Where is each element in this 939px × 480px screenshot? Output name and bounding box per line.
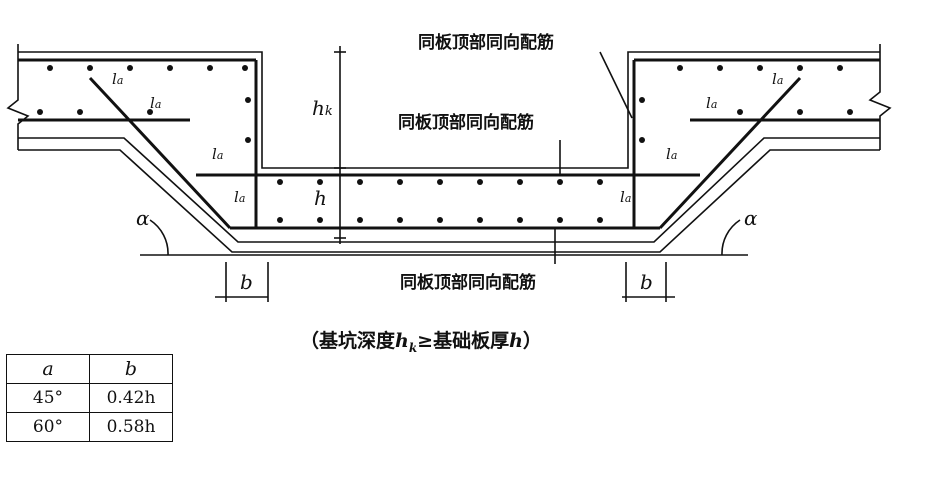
la-symbol-1: la: [112, 70, 124, 88]
la-symbol-7: la: [706, 94, 718, 112]
rebar-note-top: 同板顶部同向配筋: [418, 33, 554, 53]
b-left-symbol: b: [240, 270, 253, 294]
la-symbol-8: la: [772, 70, 784, 88]
la-symbol-3: la: [212, 145, 224, 163]
table-header-b: b: [89, 354, 173, 384]
left-break-line: [6, 44, 30, 150]
la-symbol-2: la: [150, 94, 162, 112]
alpha-b-table: a b 45° 0.42h 60° 0.58h: [6, 354, 173, 442]
left-slope-rebar: [88, 76, 232, 230]
table-row: 45° 0.42h: [6, 383, 173, 413]
rebar-note-bottom: 同板顶部同向配筋: [400, 273, 536, 293]
alpha-arc-left: [149, 219, 169, 256]
la-symbol-5: la: [620, 188, 632, 206]
alpha-arc-right: [721, 219, 741, 256]
la-symbol-6: la: [666, 145, 678, 163]
left-slab-top-edge: [18, 51, 880, 169]
b-right-symbol: b: [640, 270, 653, 294]
rebar-dots: [37, 65, 853, 223]
slab-outline-inner: [18, 137, 880, 243]
h-symbol: h: [314, 186, 327, 210]
alpha-right-symbol: α: [744, 206, 758, 230]
right-break-line: [868, 44, 892, 150]
hk-symbol: hk: [312, 96, 333, 120]
table-row: 60° 0.58h: [6, 412, 173, 442]
la-symbol-4: la: [234, 188, 246, 206]
rebar-note-mid: 同板顶部同向配筋: [398, 113, 534, 133]
alpha-left-symbol: α: [136, 206, 150, 230]
slab-outline-outer: [18, 149, 880, 253]
table-header-alpha: a: [6, 354, 90, 384]
right-slope-rebar: [658, 76, 802, 230]
leader-top: [599, 51, 633, 119]
pit-caption: （基坑深度hk≥基础板厚h）: [300, 330, 542, 355]
